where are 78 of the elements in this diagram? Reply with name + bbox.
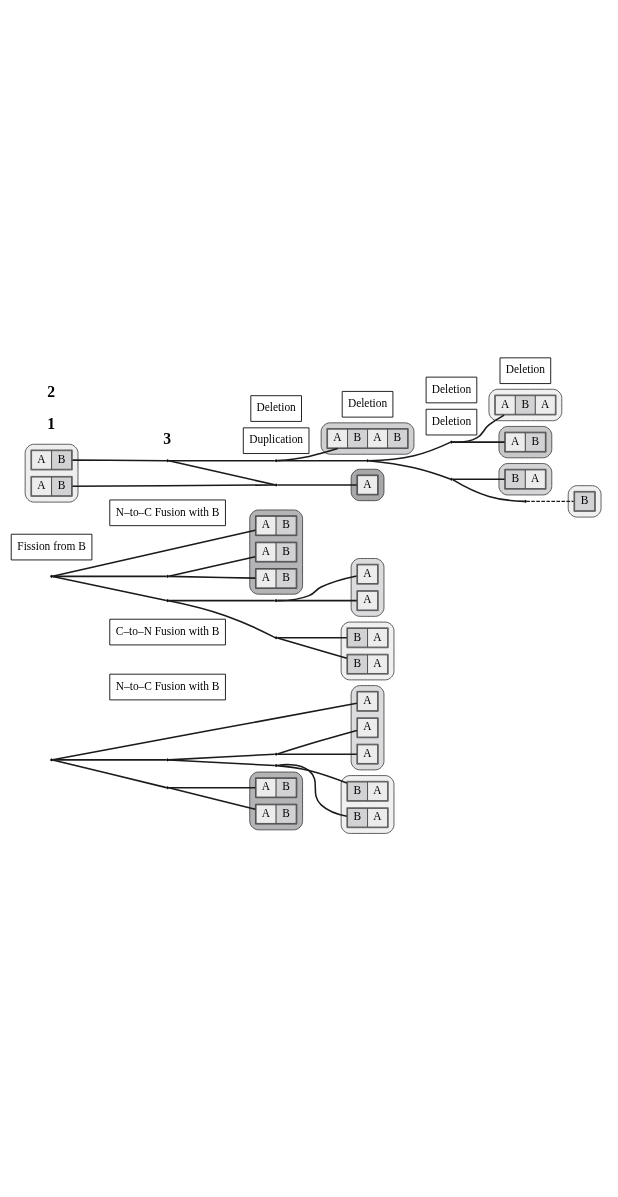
connector: [276, 764, 348, 784]
node-box: N–to–C Fusion with B: [109, 673, 226, 701]
connector: [168, 599, 276, 602]
node-point: [50, 575, 53, 578]
node-box: Deletion: [250, 395, 302, 422]
cluster: [350, 468, 385, 502]
connector: [71, 484, 276, 488]
connector: [276, 753, 358, 755]
connector: [276, 599, 358, 602]
node-box: Fission from B: [10, 533, 93, 561]
node-point: [274, 764, 278, 767]
node-point: [50, 758, 53, 762]
cluster: [320, 422, 415, 455]
connector: [451, 478, 506, 481]
connector: [367, 441, 452, 462]
connector: [367, 459, 451, 480]
cluster: [340, 775, 395, 834]
connector: [276, 637, 348, 639]
node-box: Deletion: [341, 391, 394, 418]
connector: [276, 459, 368, 462]
connector: [51, 529, 257, 578]
cluster: [249, 771, 303, 831]
node-box: Deletion: [425, 376, 478, 404]
node-box: Deletion: [425, 408, 478, 436]
node-box: N–to–C Fusion with B: [109, 499, 226, 527]
cluster: [340, 621, 395, 681]
connector: [71, 459, 168, 462]
connector: [276, 484, 358, 486]
connector: [51, 759, 168, 789]
connector: [276, 447, 339, 462]
connector: [168, 753, 276, 761]
node-point: [274, 636, 278, 640]
node-point: [450, 440, 453, 444]
connector: [168, 555, 257, 578]
node-point: [166, 575, 169, 578]
connector: [51, 575, 168, 602]
connector: [451, 441, 506, 443]
node-box: Duplication: [242, 427, 310, 454]
cluster: [350, 685, 385, 771]
node-point: [166, 599, 169, 603]
cluster: [498, 463, 553, 496]
connector: [167, 599, 276, 639]
node-point: [366, 459, 369, 463]
connector: [276, 575, 358, 602]
connector: [168, 759, 276, 767]
cluster: [249, 509, 303, 595]
connector: [168, 459, 276, 462]
node-box: C–to–N Fusion with B: [109, 618, 226, 646]
node-box: Deletion: [499, 357, 552, 384]
connector: [276, 637, 348, 660]
node-point: [274, 459, 278, 463]
connector: [168, 575, 257, 579]
connector: [51, 759, 168, 761]
connector: [52, 702, 358, 761]
cluster: [24, 443, 79, 503]
node-point: [524, 500, 527, 503]
node-point: [166, 758, 169, 762]
node-point: [274, 599, 278, 603]
node-point: [274, 483, 278, 487]
cluster: [488, 388, 563, 422]
connector: [51, 575, 168, 578]
label: 3: [163, 429, 172, 447]
connector: [525, 500, 575, 502]
cluster: [567, 485, 602, 518]
label: 1: [47, 414, 56, 432]
node-point: [274, 752, 278, 756]
connector: [168, 786, 257, 789]
connector: [276, 729, 358, 755]
connector: [168, 787, 257, 810]
cluster: [350, 558, 385, 617]
node-point: [450, 477, 453, 481]
label: 2: [47, 382, 56, 400]
cluster: [498, 426, 553, 459]
node-point: [166, 786, 169, 790]
node-point: [166, 459, 169, 463]
connector: [451, 478, 525, 503]
connector: [451, 414, 505, 443]
connector: [168, 460, 276, 486]
